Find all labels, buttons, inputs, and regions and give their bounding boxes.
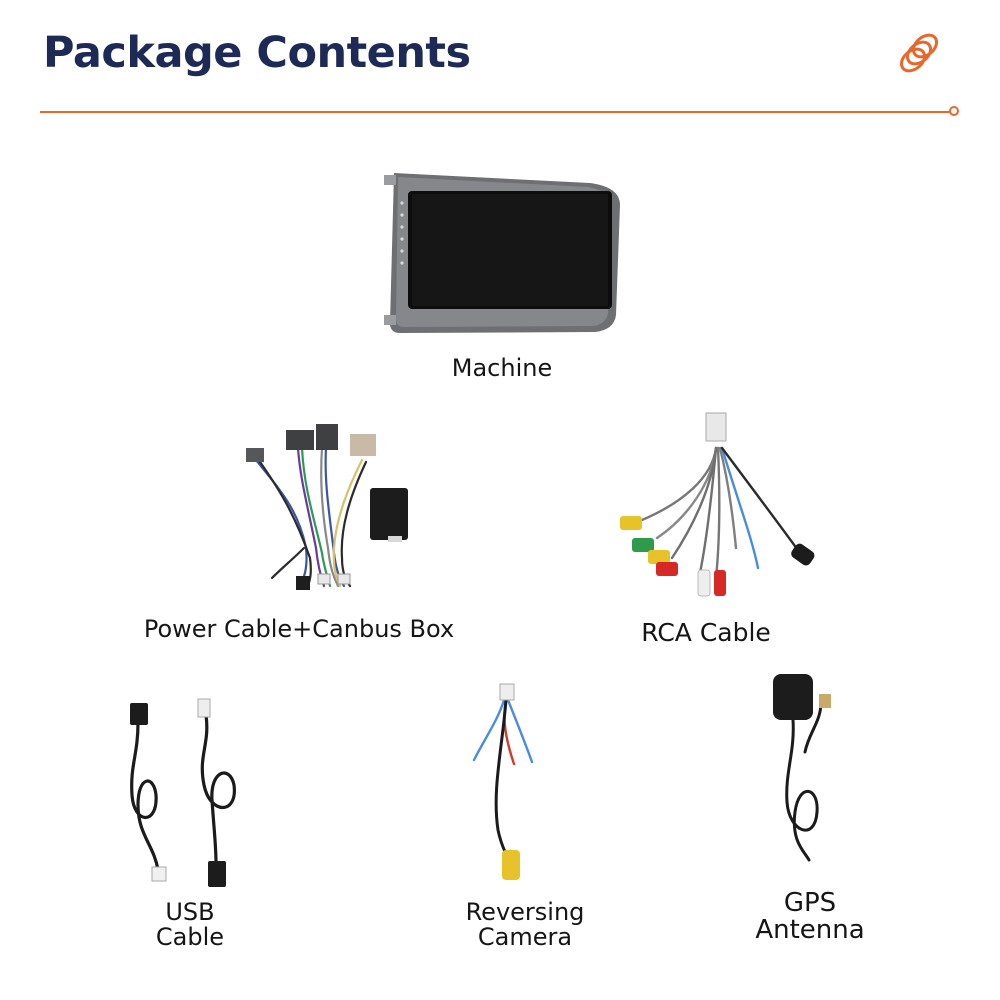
spring-coil-logo-icon — [899, 33, 939, 73]
page-title: Package Contents — [43, 28, 471, 78]
reversing-camera-label-line1: Reversing — [465, 898, 585, 926]
usb-cable-label: USB Cable — [140, 898, 240, 952]
usb-cable-icon — [130, 698, 236, 887]
power-cable-label: Power Cable+Canbus Box — [143, 615, 455, 643]
wiring-harness-icon — [246, 424, 408, 590]
gps-antenna-label: GPS Antenna — [730, 888, 890, 946]
head-unit-screen-icon — [384, 173, 620, 333]
reversing-camera-label-line2: Camera — [477, 923, 573, 952]
usb-cable-label-line2: Cable — [155, 923, 225, 952]
rca-cable-label: RCA Cable — [641, 618, 771, 647]
header-divider — [40, 111, 952, 113]
divider-end-dot — [949, 106, 959, 116]
reversing-camera-cable-icon — [472, 683, 534, 880]
rca-cable-icon — [620, 412, 815, 597]
gps-antenna-label-line1: GPS — [783, 888, 837, 918]
usb-cable-label-line1: USB — [165, 898, 215, 926]
gps-antenna-label-line2: Antenna — [755, 915, 865, 946]
reversing-camera-label: Reversing Camera — [440, 898, 610, 952]
gps-antenna-icon — [773, 674, 831, 862]
machine-label: Machine — [451, 354, 553, 382]
